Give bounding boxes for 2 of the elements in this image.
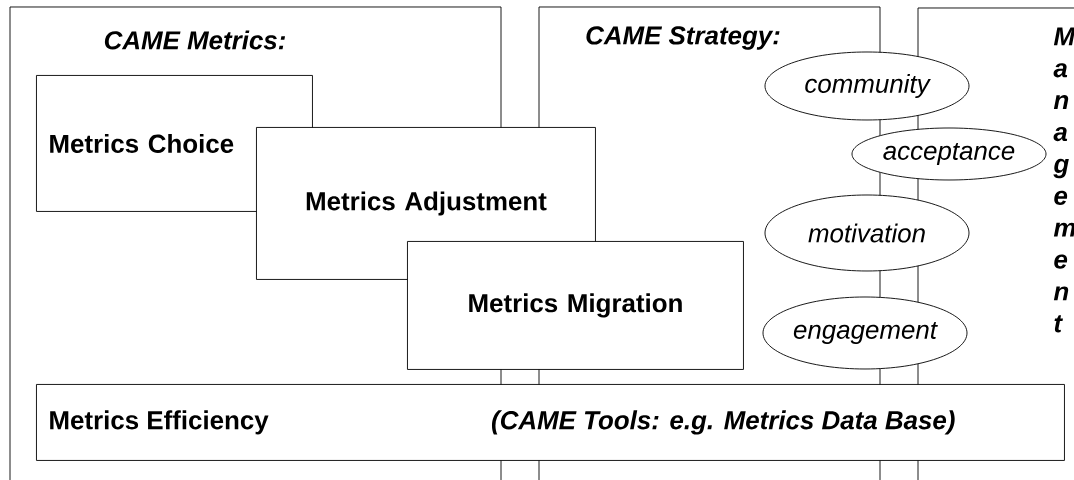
process-box: Metrics Migration <box>407 241 744 370</box>
process-bar: Metrics Efficiency (CAME Tools: e.g. Metrics Data Base) <box>36 384 1065 461</box>
